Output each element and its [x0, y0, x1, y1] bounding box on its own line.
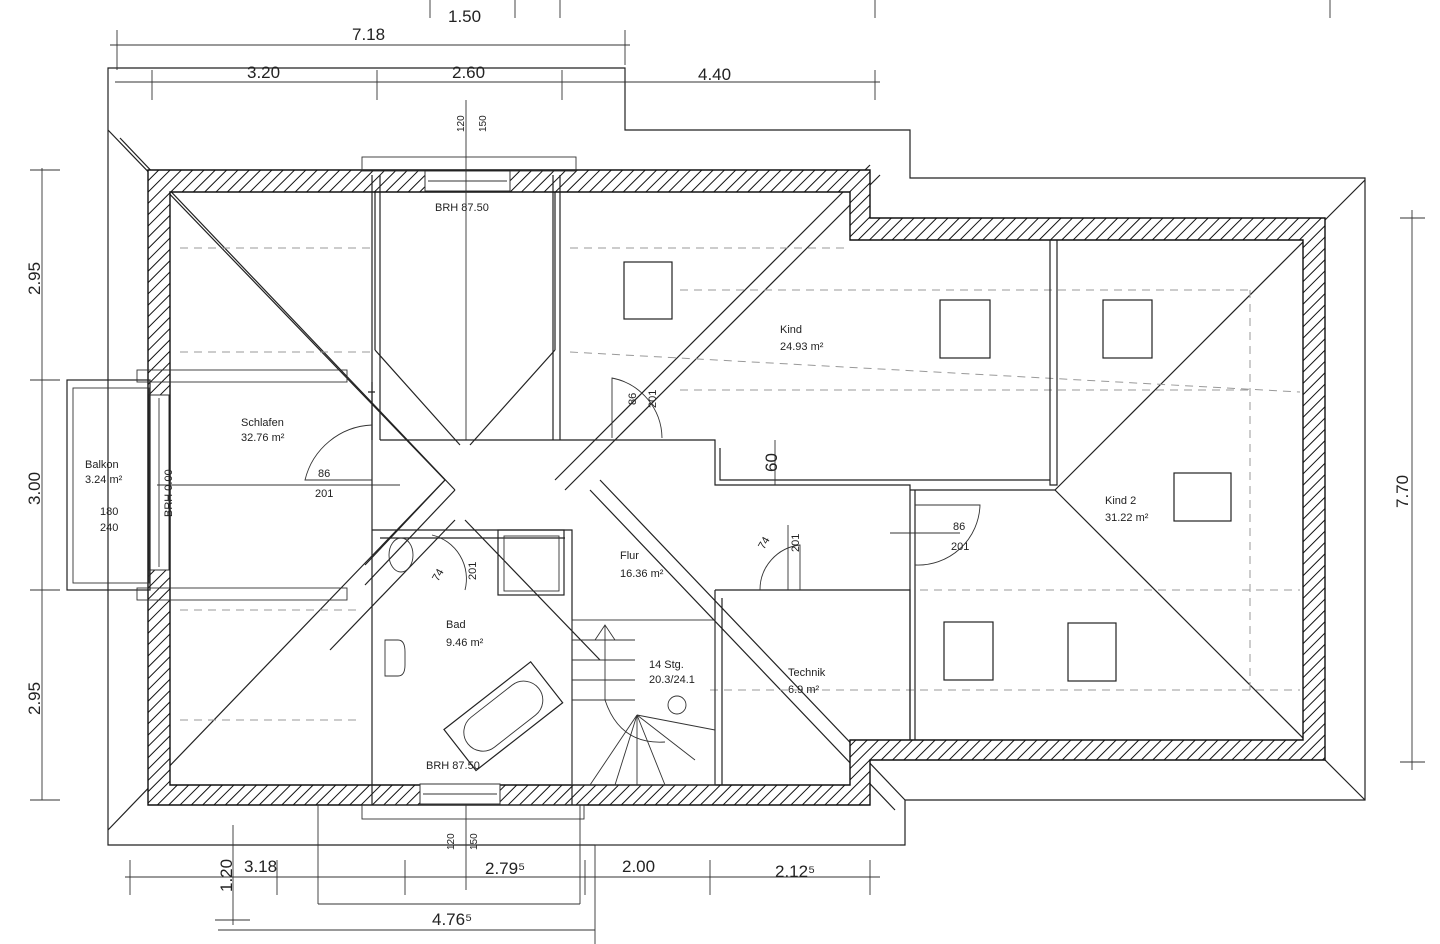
sink	[384, 639, 406, 677]
dormer-bottom	[361, 804, 585, 820]
dim-left-2-95-top: 2.95	[25, 262, 44, 295]
room-area-flur: 16.36 m²	[620, 568, 664, 580]
door-kind2-height: 201	[951, 541, 969, 553]
dim-left-3-00: 3.00	[25, 472, 44, 505]
balkon-overlay-180: 180	[100, 506, 118, 518]
door-kind-width: 86	[627, 393, 639, 405]
step-60: 60	[762, 453, 781, 472]
stairs-count: 14 Stg.	[649, 659, 684, 671]
room-area-technik: 6.9 m²	[788, 684, 820, 696]
door-bad-height: 201	[467, 562, 479, 580]
door-technik-height: 201	[790, 534, 802, 552]
room-name-bad: Bad	[446, 619, 466, 631]
dormer-top	[361, 156, 577, 172]
room-area-schlafen: 32.76 m²	[241, 432, 285, 444]
room-name-kind: Kind	[780, 324, 802, 336]
dim-left-2-95-bottom: 2.95	[25, 682, 44, 715]
dim-bottom-4-76: 4.76⁵	[432, 910, 472, 929]
staircase[interactable]	[571, 619, 716, 786]
toilet	[388, 537, 414, 573]
opening-top-150: 150	[478, 115, 489, 132]
room-area-kind-2: 31.22 m²	[1105, 512, 1149, 524]
brh-top: BRH 87.50	[435, 202, 489, 214]
room-area-kind: 24.93 m²	[780, 341, 824, 353]
knee-wall-lines	[180, 247, 1301, 721]
balkon-overlay-240: 240	[100, 522, 118, 534]
room-name-technik: Technik	[788, 667, 826, 679]
dim-right-7-70: 7.70	[1393, 475, 1412, 508]
dimension-lines	[30, 0, 1425, 944]
opening-bottom-120: 120	[446, 833, 457, 850]
dim-bottom-1-20: 1.20	[217, 859, 236, 892]
room-name-kind-2: Kind 2	[1105, 495, 1136, 507]
dim-bottom-2-12: 2.12⁵	[775, 862, 815, 881]
room-name-flur: Flur	[620, 550, 639, 562]
door-technik-width: 74	[756, 535, 773, 552]
door-schlafen-height: 201	[315, 488, 333, 500]
door-schlafen-width: 86	[318, 468, 330, 480]
door-kind2-width: 86	[953, 521, 965, 533]
room-area-bad: 9.46 m²	[446, 637, 484, 649]
dim-bottom-2-79: 2.79⁵	[485, 859, 525, 878]
bathtub	[443, 660, 564, 772]
room-name-schlafen: Schlafen	[241, 417, 284, 429]
room-name-balkon: Balkon	[85, 459, 119, 471]
room-area-balkon: 3.24 m²	[85, 474, 123, 486]
stairs-ratio: 20.3/24.1	[649, 674, 695, 686]
door-kind-height: 201	[647, 390, 659, 408]
dim-top-4-40: 4.40	[698, 65, 731, 84]
dim-bottom-3-18: 3.18	[244, 857, 277, 876]
brh-bottom: BRH 87.50	[426, 760, 480, 772]
shower	[497, 529, 565, 596]
dim-top-1-50: 1.50	[448, 7, 481, 26]
door-bad-width: 74	[430, 567, 447, 584]
opening-top-120: 120	[456, 115, 467, 132]
opening-bottom-150: 150	[469, 833, 480, 850]
dim-top-3-20: 3.20	[247, 63, 280, 82]
door-swings	[304, 377, 981, 591]
balcony	[66, 379, 151, 591]
skylights	[623, 261, 1232, 682]
dim-top-2-60: 2.60	[452, 63, 485, 82]
brh-left: BRH 0.00	[163, 469, 175, 517]
dim-top-7-18: 7.18	[352, 25, 385, 44]
dim-bottom-2-00: 2.00	[622, 857, 655, 876]
